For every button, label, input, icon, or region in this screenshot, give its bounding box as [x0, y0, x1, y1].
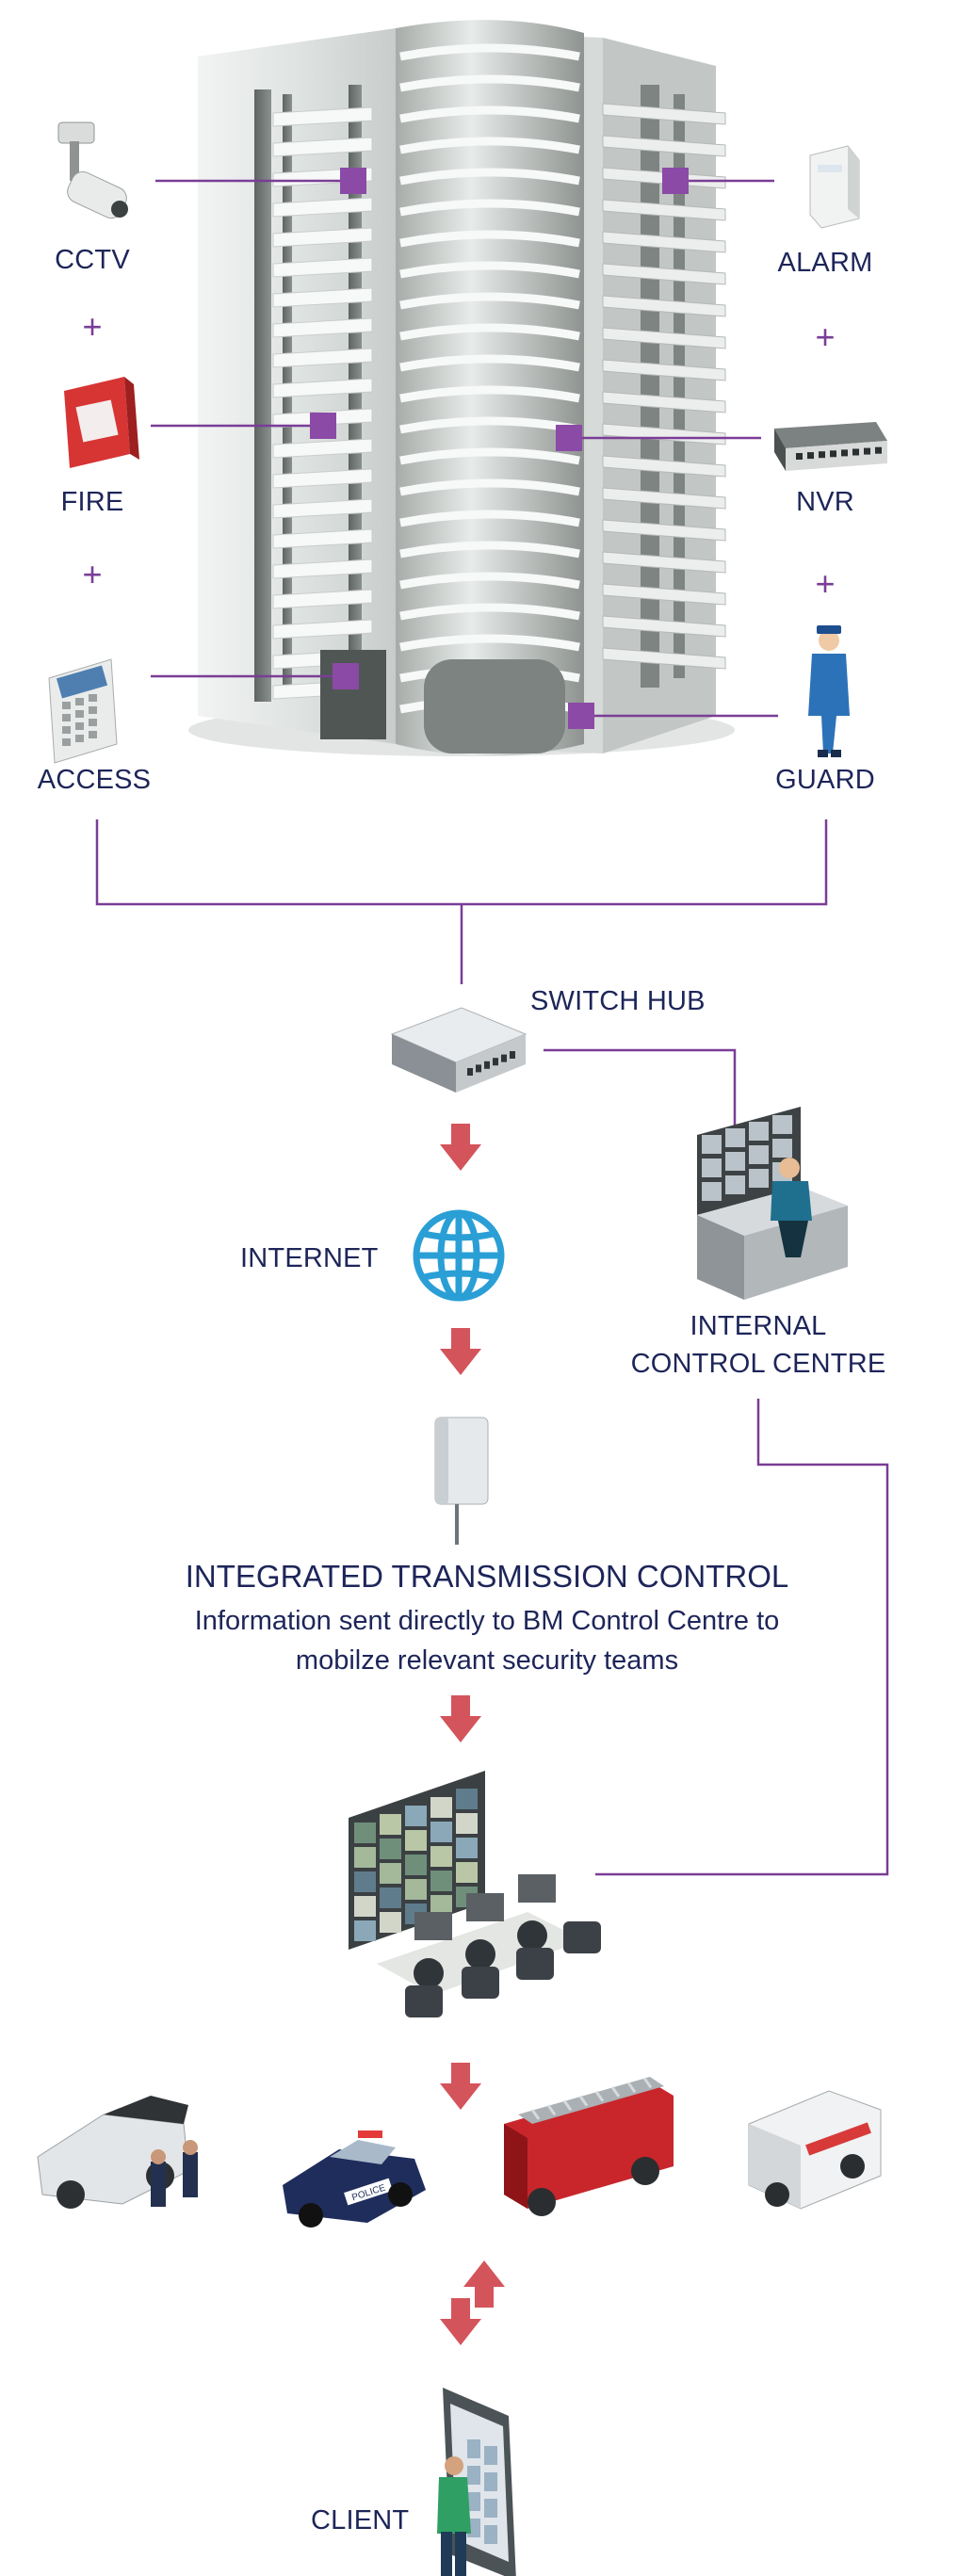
keypad-key-icon — [89, 719, 97, 726]
transmission-description-line1: Information sent directly to BM Control … — [194, 1606, 780, 1636]
flow-arrows — [440, 1124, 505, 2345]
down-arrow-icon — [440, 1695, 481, 1742]
cctv-label: CCTV — [55, 245, 130, 275]
keypad-key-icon — [75, 735, 84, 742]
transmission-title: INTEGRATED TRANSMISSION CONTROL — [185, 1559, 789, 1594]
plus-sign-2: + — [82, 555, 103, 593]
internet-label: INTERNET — [240, 1243, 379, 1273]
transmission-description-line2: mobilze relevant security teams — [295, 1645, 679, 1676]
switch-hub-icon — [390, 1007, 528, 1093]
access-label: ACCESS — [37, 765, 152, 795]
ambulance-illustration — [748, 2090, 882, 2210]
internal-control-label-line1: INTERNAL — [690, 1311, 827, 1341]
nvr-label: NVR — [796, 487, 854, 517]
keypad-key-icon — [89, 731, 97, 738]
keypad-key-icon — [62, 702, 71, 709]
office-building-illustration — [188, 20, 735, 756]
fire-truck-illustration — [504, 2077, 674, 2216]
guard-label: GUARD — [775, 765, 875, 795]
internal-control-label-line2: CONTROL CENTRE — [630, 1349, 886, 1379]
cctv-camera-icon — [57, 122, 128, 219]
security-guard-icon — [808, 625, 850, 757]
up-arrow-icon — [463, 2260, 505, 2308]
fire-label: FIRE — [60, 487, 124, 517]
nvr-device-icon — [774, 422, 887, 471]
internet-globe-icon — [413, 1209, 505, 1302]
client-tablet-illustration — [437, 2388, 516, 2576]
guard-pickup-truck-illustration — [37, 2096, 198, 2209]
internal-control-centre-illustration — [697, 1107, 848, 1300]
connection-nodes — [310, 168, 689, 729]
keypad-key-icon — [89, 694, 97, 702]
police-car-illustration: POLICE — [283, 2130, 426, 2228]
plus-sign-1: + — [82, 307, 103, 346]
down-arrow-icon — [440, 1124, 481, 1171]
bm-control-centre-illustration — [349, 1771, 601, 2017]
keypad-key-icon — [75, 698, 84, 705]
down-arrow-icon — [440, 2298, 481, 2345]
keypad-key-icon — [62, 714, 71, 721]
down-arrow-icon — [440, 1328, 481, 1375]
fire-alarm-icon — [64, 377, 139, 468]
alarm-label: ALARM — [777, 248, 873, 278]
down-arrow-icon — [440, 2063, 481, 2110]
plus-sign-4: + — [815, 564, 836, 603]
alarm-sensor-icon — [809, 145, 860, 229]
keypad-key-icon — [89, 706, 97, 714]
connector-lines — [95, 179, 889, 1876]
plus-sign-3: + — [815, 317, 836, 356]
keypad-key-icon — [75, 722, 84, 730]
client-label: CLIENT — [311, 2505, 410, 2535]
switch-hub-label: SWITCH HUB — [530, 986, 706, 1016]
transmission-antenna-icon — [434, 1417, 489, 1545]
access-keypad-icon — [48, 658, 118, 764]
keypad-key-icon — [75, 710, 84, 718]
keypad-key-icon — [62, 738, 71, 746]
keypad-key-icon — [62, 726, 71, 734]
